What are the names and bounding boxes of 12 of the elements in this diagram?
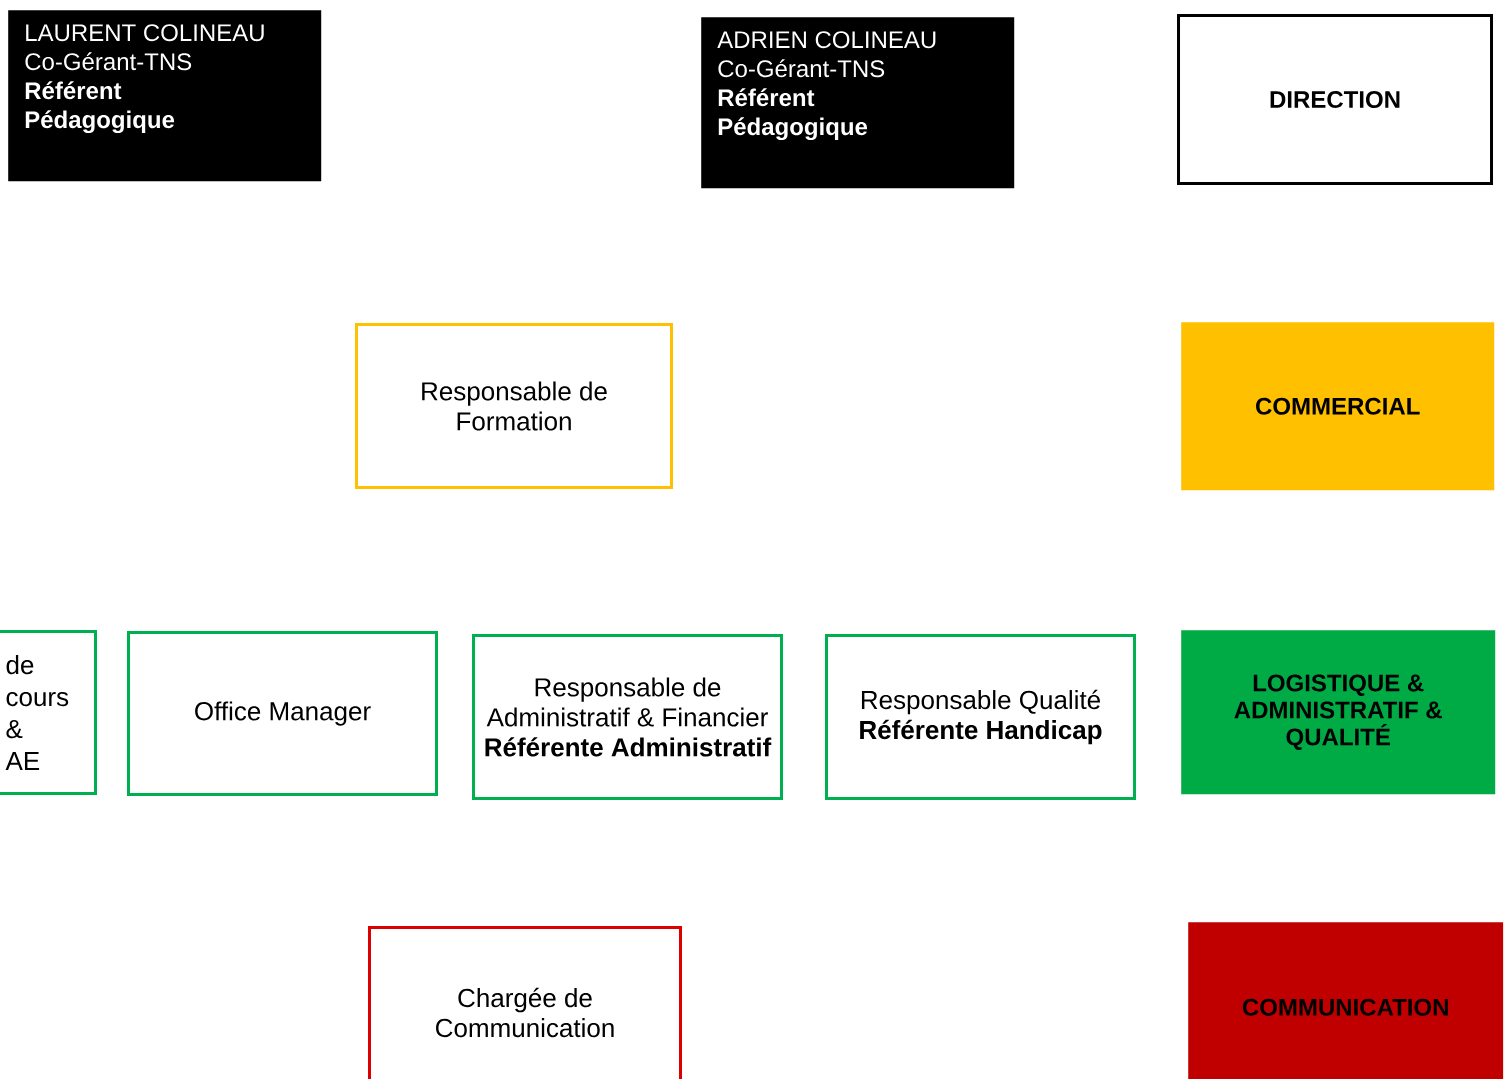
role-box: Responsable de Formation [355, 323, 673, 489]
role-box: Responsable de Administratif & Financier Référente Administratif [472, 634, 783, 800]
role-box: Office Manager [127, 631, 438, 796]
department-box: COMMERCIAL [1181, 322, 1495, 491]
department-box: LOGISTIQUE & ADMINISTRATIF & QUALITÉ [1181, 630, 1496, 795]
person-box: ADRIEN COLINEAU Co-Gérant-TNS Référent Pédagogique [701, 17, 1015, 189]
role-box: Responsable Qualité Référente Handicap [825, 634, 1136, 800]
department-box: COMMUNICATION [1188, 922, 1504, 1079]
department-box: DIRECTION [1177, 14, 1493, 185]
role-box: de cours & AE [0, 630, 97, 795]
person-box: LAURENT COLINEAU Co-Gérant-TNS Référent Pédagogique [8, 10, 322, 182]
role-box: Chargée de Communication [368, 926, 682, 1079]
